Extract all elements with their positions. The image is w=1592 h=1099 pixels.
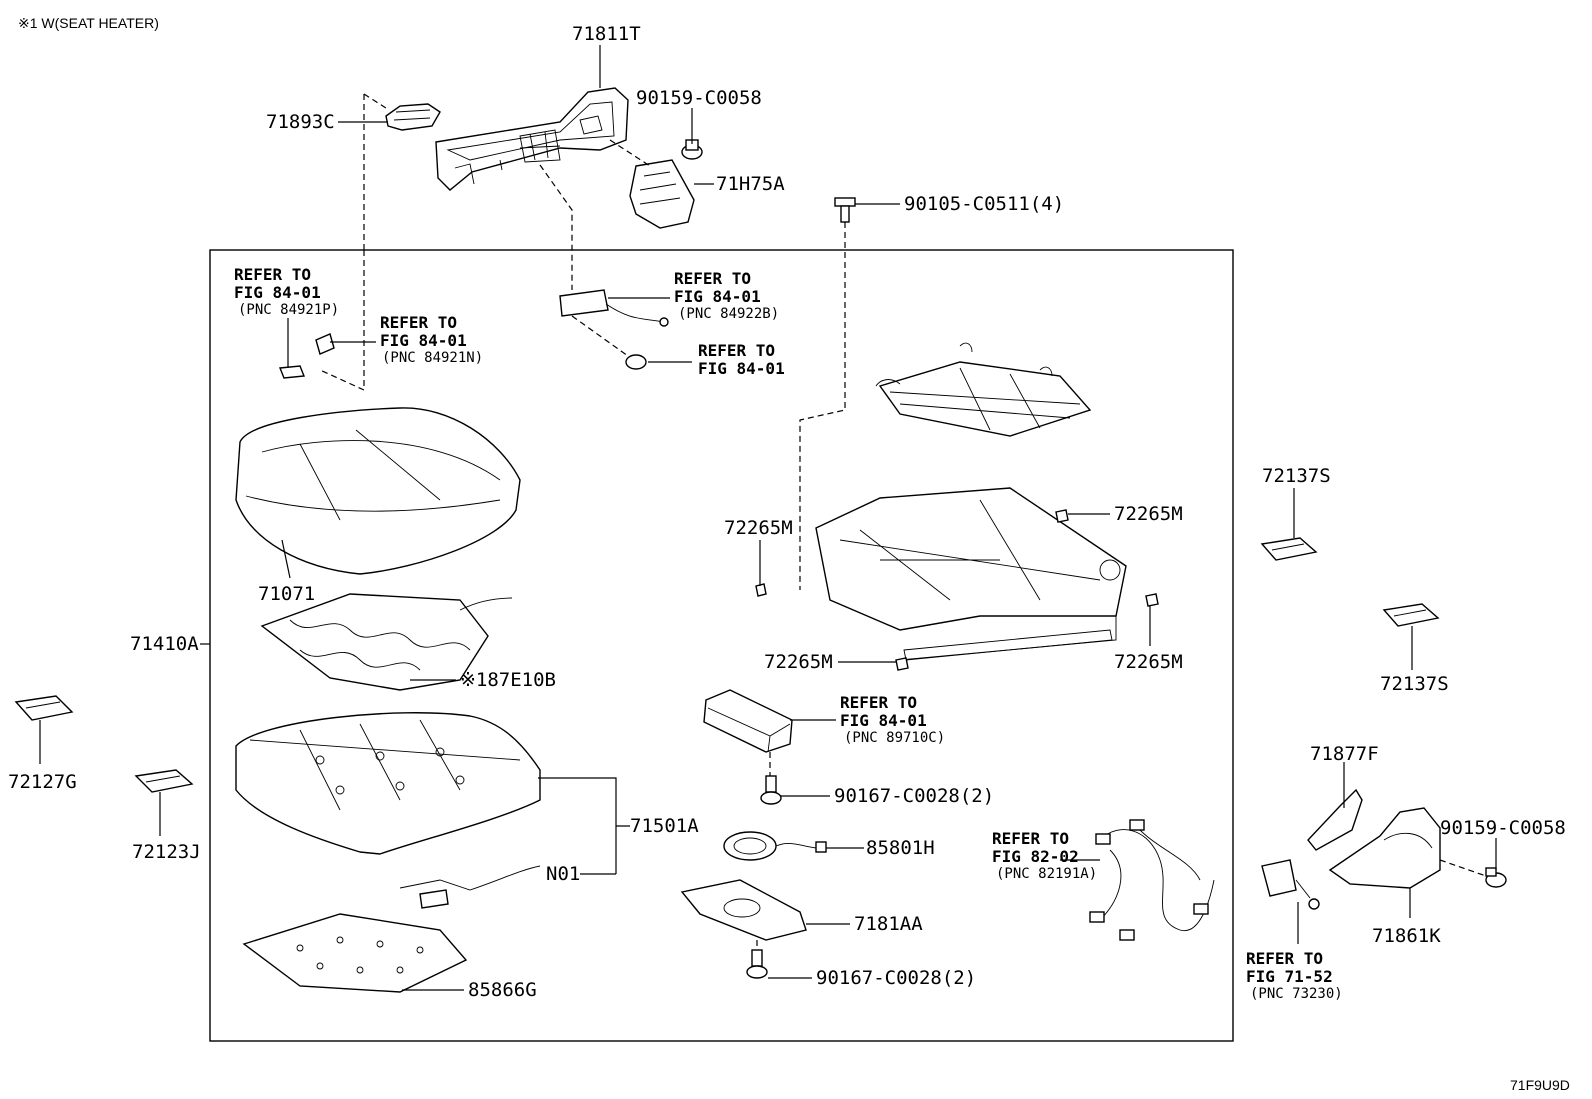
reference-pnc-text: (PNC 84921P)	[238, 302, 339, 318]
reference-refer-text: REFER TO	[380, 313, 457, 332]
bracket-71H75A-drawing	[629, 159, 695, 229]
seat-cover-drawing	[235, 407, 521, 575]
clip-72127G-drawing	[14, 695, 74, 721]
bolt-90105-drawing	[834, 197, 856, 223]
reference-pnc-text: (PNC 84922B)	[678, 306, 779, 322]
assembly-frame	[209, 249, 1234, 1042]
part-label-87E10B: ※187E10B	[460, 669, 556, 691]
screw-90167-a-drawing	[760, 775, 782, 805]
seat-frame-drawing	[815, 487, 1127, 661]
clip-90159-right-drawing	[1485, 867, 1507, 888]
clip-72265M-b-drawing	[1055, 509, 1069, 523]
screw-90167-b-drawing	[746, 949, 768, 979]
seat-pad-drawing	[235, 712, 541, 855]
wire-harness-drawing	[1089, 819, 1215, 941]
seat-heater-note: ※1 W(SEAT HEATER)	[18, 15, 159, 31]
connector-84921N-drawing	[315, 333, 335, 355]
cover-71861K-drawing	[1328, 807, 1441, 889]
reference-fig-text: FIG 82-02	[992, 847, 1079, 866]
part-label-90105-C0511: 90105-C0511(4)	[904, 193, 1064, 215]
seat-heater-drawing	[260, 593, 513, 691]
buckle-73230-drawing	[1261, 859, 1320, 910]
part-label-72123J: 72123J	[132, 841, 201, 863]
part-label-72137S-a: 72137S	[1262, 465, 1331, 487]
part-label-72265M-a: 72265M	[724, 517, 793, 539]
part-label-72265M-c: 72265M	[764, 651, 833, 673]
part-label-71861K: 71861K	[1372, 925, 1441, 947]
cover-71877F-drawing	[1307, 788, 1363, 851]
part-label-72265M-d: 72265M	[1114, 651, 1183, 673]
sensor-85801H-drawing	[723, 831, 827, 861]
reference-fig-text: FIG 84-01	[380, 331, 467, 350]
part-label-71410A: 71410A	[130, 633, 199, 655]
ecu-module-drawing	[703, 689, 793, 753]
part-label-72265M-b: 72265M	[1114, 503, 1183, 525]
reference-refer-text: REFER TO	[840, 693, 917, 712]
reference-refer-text: REFER TO	[698, 341, 775, 360]
part-label-85801H: 85801H	[866, 837, 935, 859]
part-label-71893C: 71893C	[266, 111, 335, 133]
reference-refer-text: REFER TO	[234, 265, 311, 284]
part-label-72127G: 72127G	[8, 771, 77, 793]
reference-fig-text: FIG 71-52	[1246, 967, 1333, 986]
reference-84921N: REFER TO FIG 84-01 (PNC 84921N)	[380, 313, 483, 366]
clip-72123J-drawing	[134, 769, 194, 793]
reference-pnc-text: (PNC 89710C)	[844, 730, 945, 746]
part-label-71501A: 71501A	[630, 815, 699, 837]
part-label-7181AA: 7181AA	[854, 913, 923, 935]
reference-fig-text: FIG 84-01	[674, 287, 761, 306]
seat-spring-drawing	[875, 342, 1092, 437]
clip-72265M-c-drawing	[895, 657, 909, 671]
reference-refer-text: REFER TO	[674, 269, 751, 288]
figure-code: 71F9U9D	[1510, 1077, 1570, 1093]
reference-fig-text: FIG 84-01	[698, 359, 785, 378]
part-label-72137S-b: 72137S	[1380, 673, 1449, 695]
part-label-71877F: 71877F	[1310, 743, 1379, 765]
part-label-71H75A: 71H75A	[716, 173, 785, 195]
part-label-90159-C0058-right: 90159-C0058	[1440, 817, 1566, 839]
screw-ref-drawing	[625, 354, 647, 370]
reference-84922B: REFER TO FIG 84-01 (PNC 84922B)	[674, 269, 779, 322]
reference-fig-text: FIG 84-01	[234, 283, 321, 302]
wire-N01-drawing	[399, 865, 541, 909]
switch-knob-drawing	[385, 103, 441, 131]
reference-pnc-text: (PNC 84921N)	[382, 350, 483, 366]
part-label-71811T: 71811T	[572, 23, 641, 45]
seat-side-shield-drawing	[435, 87, 629, 191]
module-84922B-drawing	[559, 289, 669, 327]
connector-84921P-drawing	[279, 365, 305, 379]
clip-72137S-a-drawing	[1260, 537, 1318, 561]
part-label-90167-C0028-a: 90167-C0028(2)	[834, 785, 994, 807]
bracket-7181AA-drawing	[680, 879, 807, 941]
clip-72137S-b-drawing	[1382, 603, 1440, 627]
reference-73230: REFER TO FIG 71-52 (PNC 73230)	[1246, 949, 1343, 1002]
part-label-85866G: 85866G	[468, 979, 537, 1001]
reference-89710C: REFER TO FIG 84-01 (PNC 89710C)	[840, 693, 945, 746]
reference-84921P: REFER TO FIG 84-01 (PNC 84921P)	[234, 265, 339, 318]
reference-pnc-text: (PNC 82191A)	[996, 866, 1097, 882]
reference-fig-text: FIG 84-01	[840, 711, 927, 730]
pad-85866G-drawing	[242, 913, 468, 993]
part-label-90167-C0028-b: 90167-C0028(2)	[816, 967, 976, 989]
reference-refer-text: REFER TO	[1246, 949, 1323, 968]
reference-82191A: REFER TO FIG 82-02 (PNC 82191A)	[992, 829, 1097, 882]
part-label-N01: N01	[546, 863, 580, 885]
part-label-90159-C0058-top: 90159-C0058	[636, 87, 762, 109]
part-label-71071: 71071	[258, 583, 315, 605]
reference-screw: REFER TO FIG 84-01	[698, 341, 785, 378]
clip-72265M-d-drawing	[1145, 593, 1159, 607]
clip-72265M-a-drawing	[755, 583, 767, 597]
reference-pnc-text: (PNC 73230)	[1250, 986, 1343, 1002]
reference-refer-text: REFER TO	[992, 829, 1069, 848]
